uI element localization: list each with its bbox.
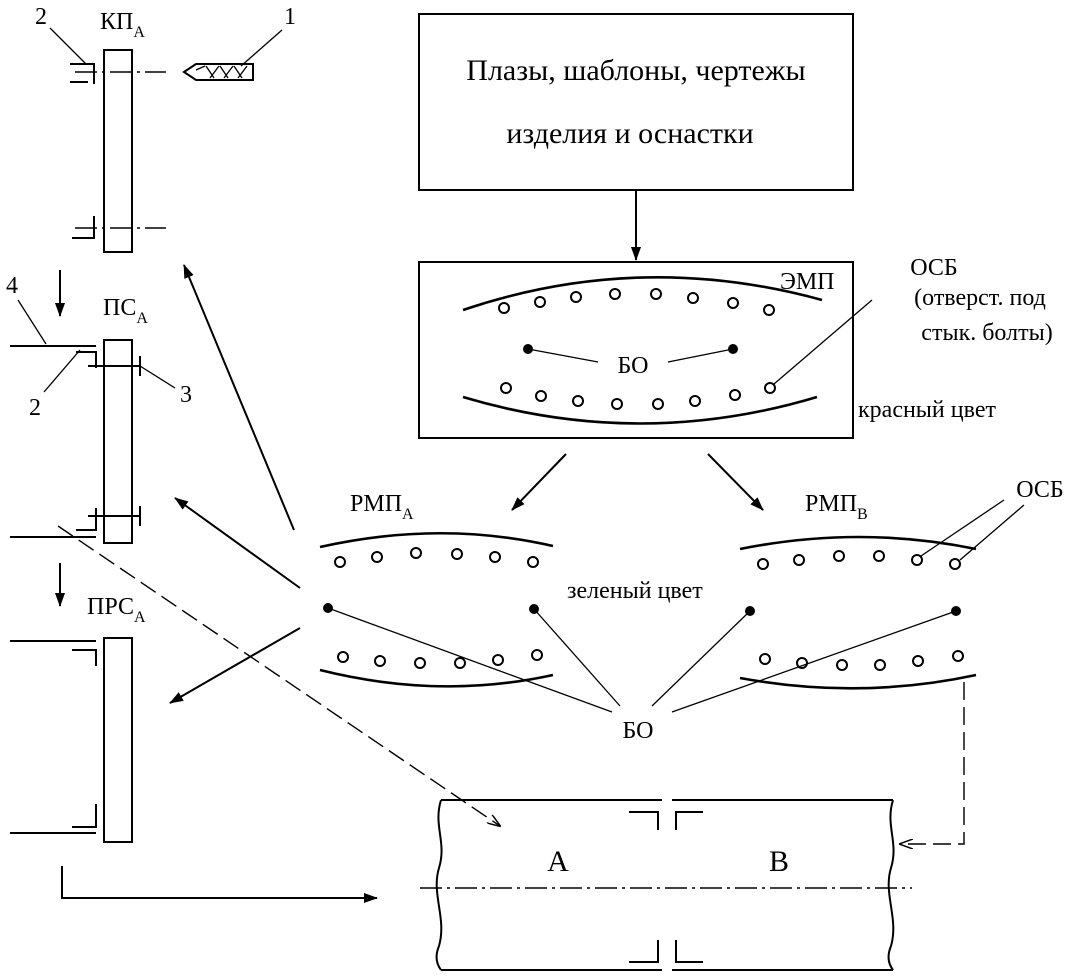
rmp-bo-label: БО	[623, 718, 654, 744]
rmp-b-upper-holes	[757, 550, 961, 570]
emp-upper-contour	[462, 275, 823, 312]
source-box-line1: Плазы, шаблоны, чертежы	[466, 54, 805, 87]
emp-bo-label: БО	[618, 353, 649, 379]
part-a-label: А	[547, 845, 569, 878]
drill-icon	[182, 63, 254, 81]
emp-bo-points	[523, 344, 738, 363]
rmp-osb-callout: ОСБ	[920, 477, 1064, 561]
dashed-link-rmp-b-to-part-b	[900, 682, 965, 844]
rmp-osb-label: ОСБ	[1016, 477, 1063, 503]
rmp-b-lower-contour	[739, 673, 977, 690]
part-b-label: В	[769, 845, 789, 878]
source-box-line2: изделия и оснастки	[506, 117, 753, 150]
emp-osb-line3: стык. болты)	[921, 320, 1052, 346]
arrow-rmp-to-prs	[169, 627, 301, 704]
ps-station: ПСА 4 2 3	[6, 273, 192, 544]
kp-bushing-top	[70, 63, 95, 84]
rmp-b: РМПВ	[739, 491, 977, 690]
callout-2-mid: 2	[29, 395, 41, 421]
rmp-a-upper-holes	[334, 547, 539, 568]
rmp-a: РМПА	[319, 491, 554, 688]
emp-upper-holes	[498, 288, 775, 316]
rmp-a-label: РМПА	[350, 491, 414, 523]
callout-1: 1	[284, 4, 296, 30]
emp-osb-line1: ОСБ	[910, 255, 957, 281]
rmp-b-upper-contour	[739, 535, 977, 551]
prs-label: ПРСА	[87, 594, 146, 626]
arrow-prs-to-assembly	[61, 866, 378, 903]
emp-box: ЭМП БО	[418, 261, 854, 439]
ps-label: ПСА	[103, 295, 148, 327]
kp-station: КПА 1 2	[35, 4, 296, 253]
prs-station: ПРСА	[10, 594, 146, 843]
callout-3: 3	[180, 382, 192, 408]
arrow-emp-to-rmp-a	[511, 453, 567, 511]
emp-osb-callout: ОСБ (отверст. под стык. болты)	[773, 255, 1053, 385]
kp-label: КПА	[100, 9, 145, 41]
part-a-outline	[435, 799, 662, 971]
rmp-a-lower-holes	[337, 649, 543, 669]
rmp-b-lower-holes	[759, 650, 964, 671]
rmp-b-label: РМПВ	[805, 491, 868, 523]
rmp-bo-callout: БО	[327, 607, 957, 744]
arrow-emp-to-rmp-b	[707, 453, 764, 511]
source-documents-box: Плазы, шаблоны, чертежы изделия и оснаст…	[418, 13, 854, 191]
kp-bushing-bottom	[72, 216, 95, 239]
part-b-outline	[672, 799, 895, 971]
assembly-ab: А В	[420, 799, 912, 971]
callout-4: 4	[6, 273, 18, 299]
callout-2-top: 2	[35, 4, 47, 30]
emp-osb-line2: (отверст. под	[914, 285, 1046, 311]
emp-lower-contour	[462, 395, 818, 425]
arrow-rmp-to-ps	[174, 497, 301, 589]
dashed-link-ps-to-part-a	[57, 525, 500, 826]
emp-lower-holes	[500, 382, 776, 410]
emp-color-note: красный цвет	[858, 397, 996, 423]
rmp-a-upper-contour	[319, 531, 554, 549]
arrow-rmp-to-kp	[183, 264, 295, 531]
rmp-color-note: зеленый цвет	[567, 578, 703, 604]
